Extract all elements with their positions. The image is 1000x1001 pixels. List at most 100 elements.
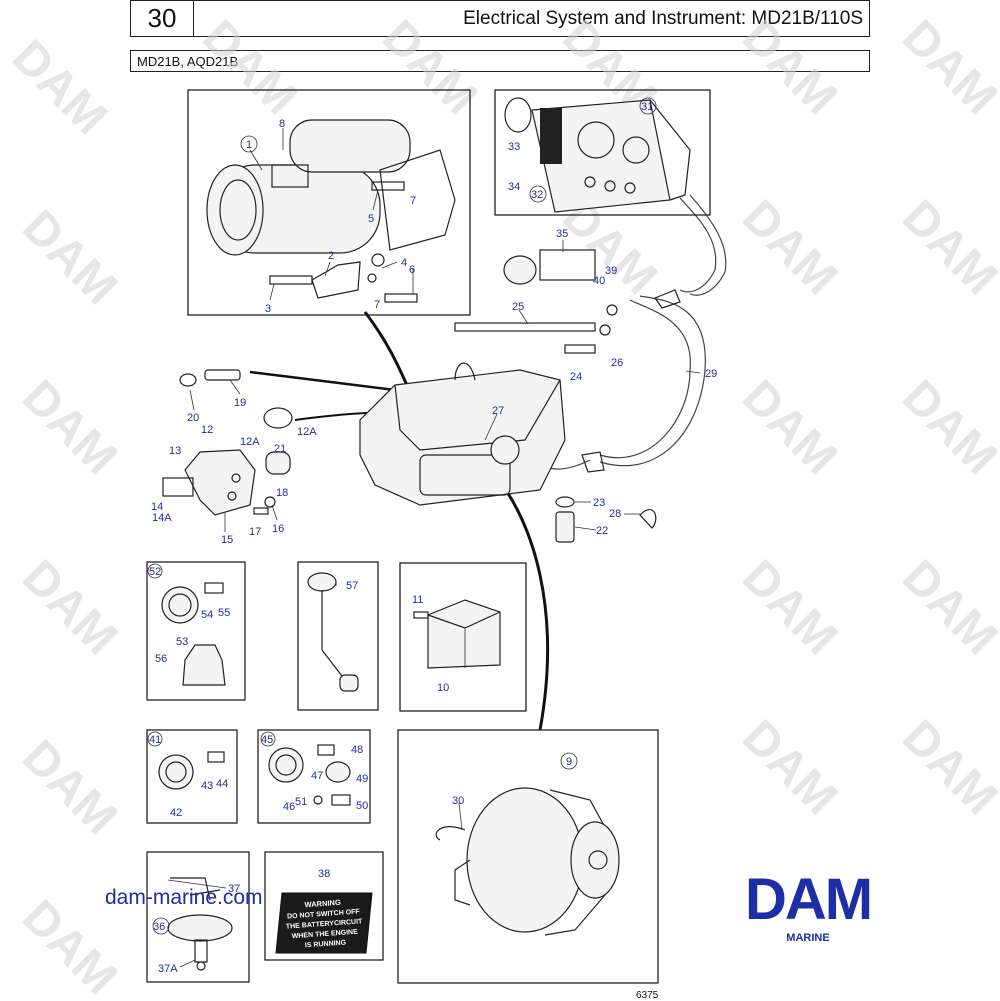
part-label: 1 [246,139,252,151]
part-label: 40 [593,275,605,287]
part-label: 13 [169,445,181,457]
part-label: 31 [641,101,653,113]
part-label: 38 [318,868,330,880]
part-label: 16 [272,523,284,535]
watermark: DAM [12,200,127,315]
watermark: DAM [192,10,307,125]
page-number: 30 [147,3,177,33]
part-label: 39 [605,265,617,277]
watermark: DAM [732,550,847,665]
part-label: 7 [374,299,380,311]
part-label: 9 [566,756,572,768]
watermark: DAM [892,370,1000,485]
part-label: 37 [228,883,240,895]
watermark: DAM [892,550,1000,665]
part-label: 20 [187,412,199,424]
fuel-sender-box [297,561,379,711]
part-label: 12A [297,426,317,438]
part-label: 22 [596,525,608,537]
part-label: 48 [351,744,363,756]
part-label: 24 [570,371,582,383]
page-number-box: 30 [130,0,194,37]
part-label: 42 [170,807,182,819]
gauge-box-45 [257,729,371,824]
part-label: 6 [409,264,415,276]
part-label: 33 [508,141,520,153]
starter-motor-box [187,89,471,316]
part-label: 25 [512,301,524,313]
part-label: 17 [249,526,261,538]
watermark: DAM [892,190,1000,305]
part-labels: 1 2 3 4 5 6 7 7 8 9 10 11 12 12A 12A 13 … [149,101,717,975]
watermark: DAM [732,710,847,825]
gauge-box-41 [146,729,238,824]
warning-plate-box: WARNING DO NOT SWITCH OFF THE BATTERYCIR… [264,851,384,961]
gauge-box-52 [146,561,246,701]
warning-line: IS RUNNING [305,939,347,949]
part-label: 2 [328,250,334,262]
part-label: 43 [201,780,213,792]
part-label: 32 [531,189,543,201]
part-label: 44 [216,778,228,790]
part-label: 51 [295,796,307,808]
part-label: 46 [283,801,295,813]
part-label: 12 [201,424,213,436]
part-label: 47 [311,770,323,782]
part-label: 23 [593,497,605,509]
leader-lines [167,128,701,968]
engine-block [359,362,566,506]
part-label: 21 [274,443,286,455]
part-label: 37A [158,963,178,975]
drawing-number: 6375 [636,990,659,1001]
part-label: 19 [234,397,246,409]
page-title: Electrical System and Instrument: MD21B/… [463,7,863,29]
brand-logo-subtitle: MARINE [786,932,830,944]
part-label: 14 [151,501,163,513]
battery-box [399,562,527,712]
part-label: 41 [149,734,161,746]
watermark: DAM [732,190,847,305]
part-label: 50 [356,800,368,812]
page-title-box: Electrical System and Instrument: MD21B/… [193,0,870,37]
watermark: DAM [2,30,117,145]
part-label: 18 [276,487,288,499]
part-label: 7 [410,195,416,207]
model-list: MD21B, AQD21B [137,53,239,69]
watermark: DAM [12,550,127,665]
model-list-box: MD21B, AQD21B [130,50,870,72]
part-label: 57 [346,580,358,592]
part-label: 26 [611,357,623,369]
sensor-parts [162,249,681,543]
brand-logo: DAM MARINE [716,867,900,945]
part-label: 54 [201,609,213,621]
warning-line: WARNING [304,898,341,910]
watermark: DAM [732,370,847,485]
part-label: 5 [368,213,374,225]
part-label: 12A [240,436,260,448]
part-label: 34 [508,181,520,193]
part-label: 4 [401,257,407,269]
part-label: 15 [221,534,233,546]
part-label: 49 [356,773,368,785]
part-label: 30 [452,795,464,807]
part-label: 56 [155,653,167,665]
brand-logo-text: DAM [744,867,873,932]
part-label: 3 [265,303,271,315]
main-switch-box [146,851,250,983]
watermark: DAM [12,730,127,845]
part-label: 11 [412,594,423,606]
part-label: 10 [437,682,449,694]
watermark: DAM [12,370,127,485]
alternator-box [397,729,659,984]
warning-line: WHEN THE ENGINE [292,929,359,941]
part-label: 45 [261,734,273,746]
part-label: 27 [492,405,504,417]
website-link[interactable]: dam-marine.com [105,886,263,909]
part-label: 36 [153,921,165,933]
instrument-panel-box [494,89,711,216]
part-label: 55 [218,607,230,619]
part-label: 29 [705,368,717,380]
circled-markers [147,97,657,935]
part-label: 52 [149,566,161,578]
